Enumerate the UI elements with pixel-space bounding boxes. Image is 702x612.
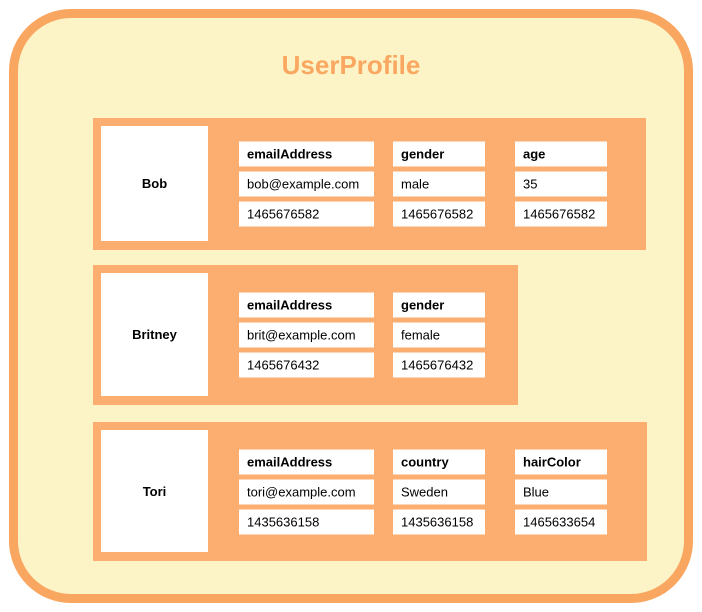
column-value: Sweden: [393, 479, 485, 504]
column-timestamp: 1465676582: [393, 201, 485, 227]
column: emailAddress brit@example.com 1465676432: [239, 292, 374, 378]
column: gender female 1465676432: [393, 292, 485, 378]
column-timestamp: 1465676582: [515, 201, 607, 227]
row-key: Tori: [101, 430, 208, 552]
column: gender male 1465676582: [393, 141, 485, 227]
column-name: emailAddress: [239, 141, 374, 167]
column-timestamp: 1465633654: [515, 509, 607, 534]
column-family-container: UserProfile Bob emailAddress bob@example…: [9, 9, 693, 603]
column-name: gender: [393, 141, 485, 167]
column-value: Blue: [515, 479, 607, 504]
column: country Sweden 1435636158: [393, 449, 485, 534]
column-value: bob@example.com: [239, 171, 374, 197]
columns-group: emailAddress bob@example.com 1465676582 …: [239, 141, 607, 227]
column-timestamp: 1465676582: [239, 201, 374, 227]
row-band-britney: Britney emailAddress brit@example.com 14…: [93, 265, 518, 405]
column-timestamp: 1465676432: [393, 352, 485, 378]
column-value: brit@example.com: [239, 322, 374, 348]
column-value: tori@example.com: [239, 479, 374, 504]
row-band-tori: Tori emailAddress tori@example.com 14356…: [93, 422, 647, 561]
column-name: country: [393, 449, 485, 474]
column-family-title: UserProfile: [281, 50, 421, 80]
column-timestamp: 1435636158: [393, 509, 485, 534]
column-name: emailAddress: [239, 292, 374, 318]
column-name: emailAddress: [239, 449, 374, 474]
column-name: gender: [393, 292, 485, 318]
column: emailAddress bob@example.com 1465676582: [239, 141, 374, 227]
column-timestamp: 1465676432: [239, 352, 374, 378]
column: age 35 1465676582: [515, 141, 607, 227]
row-band-bob: Bob emailAddress bob@example.com 1465676…: [93, 118, 646, 250]
column-value: 35: [515, 171, 607, 197]
column-value: female: [393, 322, 485, 348]
column: hairColor Blue 1465633654: [515, 449, 607, 534]
columns-group: emailAddress brit@example.com 1465676432…: [239, 292, 485, 378]
row-key: Bob: [101, 126, 208, 241]
column-name: age: [515, 141, 607, 167]
row-key: Britney: [101, 273, 208, 396]
columns-group: emailAddress tori@example.com 1435636158…: [239, 449, 607, 534]
column-timestamp: 1435636158: [239, 509, 374, 534]
column-name: hairColor: [515, 449, 607, 474]
column: emailAddress tori@example.com 1435636158: [239, 449, 374, 534]
column-value: male: [393, 171, 485, 197]
